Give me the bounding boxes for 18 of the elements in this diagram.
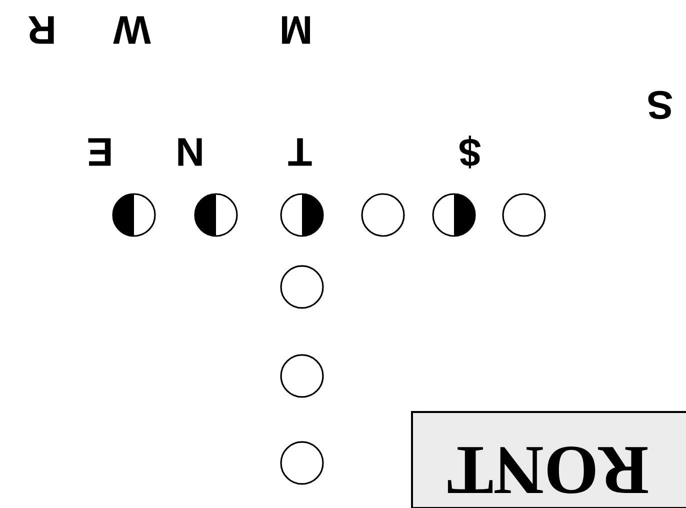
player-circle [361,193,405,237]
player-circle [280,265,324,309]
player-circle [432,193,476,237]
position-letter: $ [459,136,481,168]
player-circle [194,193,238,237]
position-letter: R [28,16,54,44]
position-letter: S [648,90,672,120]
player-circle [112,193,156,237]
position-letter: T [288,138,312,166]
player-circle [280,193,324,237]
player-circle [502,193,546,237]
position-letter: W [113,16,151,44]
position-letter: E [88,138,111,166]
sign-box: RONT [411,410,686,508]
position-letter: M [282,16,310,44]
player-circle [280,441,324,485]
player-circle [280,354,324,398]
position-letter: N [178,138,202,166]
